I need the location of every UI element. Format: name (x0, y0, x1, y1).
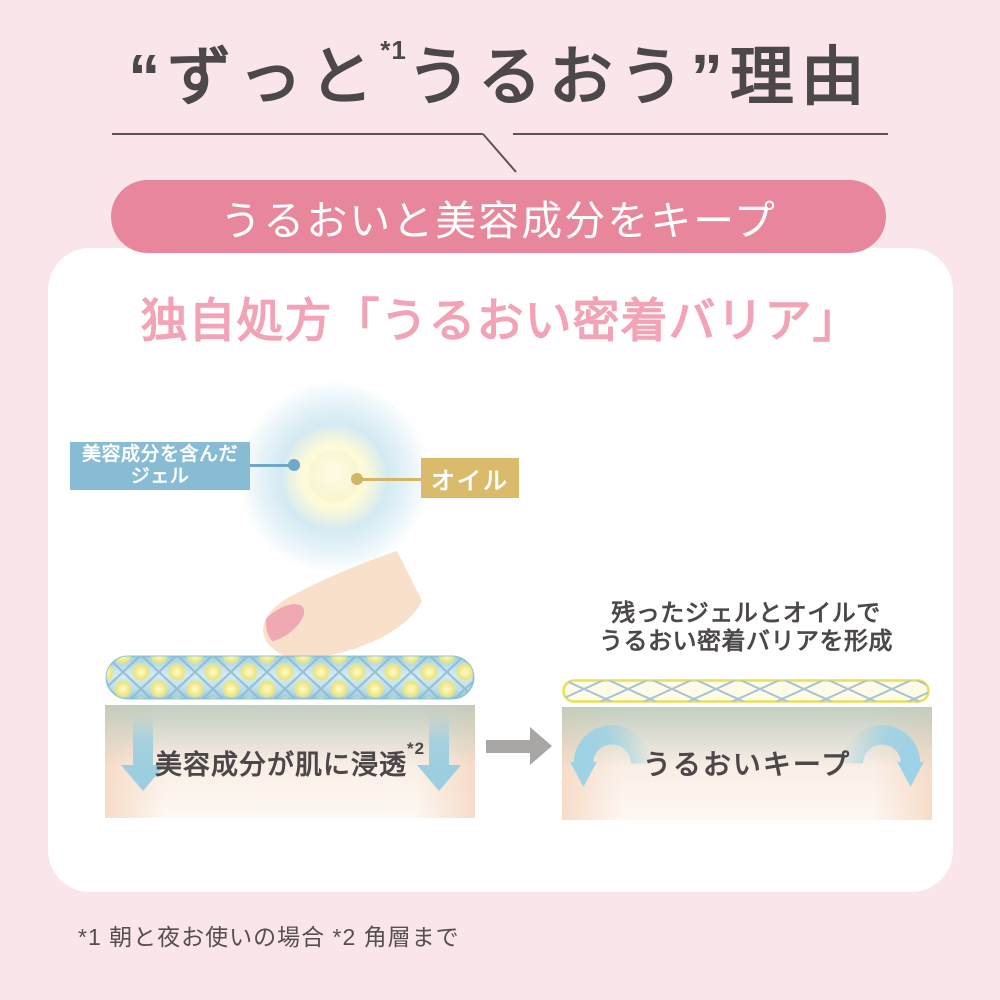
finger-illustration (257, 551, 422, 660)
skin-layer-after: うるおいキープ (562, 707, 932, 820)
card-heading: 独自処方「うるおい密着バリア」 (140, 294, 861, 347)
footnote-text: *1 朝と夜お使いの場合 *2 角層まで (78, 924, 460, 950)
page-title: “ずっと*1うるおう”理由 (0, 36, 1000, 113)
curved-arrow-icon (570, 725, 651, 787)
title-close-quote: ” (690, 41, 730, 113)
footnote-ref-1: *1 (380, 35, 407, 65)
oil-callout-connector (357, 478, 421, 481)
title-word1: ずっと (167, 41, 381, 113)
after-panel-title: 残ったジェルとオイルで うるおい密着バリアを形成 (562, 600, 930, 656)
after-title-line2: うるおい密着バリアを形成 (599, 628, 893, 655)
gel-callout-line1: 美容成分を含んだ (81, 444, 238, 465)
skin-layer-before: 美容成分が肌に浸透*2 (105, 705, 475, 818)
gel-callout-connector (250, 464, 290, 467)
gel-callout-dot (288, 459, 300, 471)
after-title-line1: 残ったジェルとオイルで (611, 600, 881, 627)
oil-callout-label: オイル (431, 467, 509, 495)
gel-sheet-illustration (105, 655, 475, 700)
barrier-illustration (562, 679, 930, 703)
title-suffix: 理由 (729, 41, 872, 113)
after-caption: うるおいキープ (642, 749, 852, 780)
right-arrow-icon (486, 727, 552, 765)
gel-callout-box: 美容成分を含んだ ジェル (70, 442, 250, 490)
down-arrow-icon (121, 713, 165, 793)
footnote-ref-2: *2 (406, 739, 426, 758)
down-arrow-icon (417, 713, 461, 793)
benefit-badge-label: うるおいと美容成分をキープ (220, 197, 777, 244)
benefit-badge: うるおいと美容成分をキープ (111, 180, 886, 253)
gel-callout-line2: ジェル (130, 466, 190, 487)
title-word2: うるおう (406, 41, 691, 113)
curved-arrow-icon (843, 725, 924, 787)
oil-callout-box: オイル (421, 458, 519, 498)
explainer-card: 独自処方「うるおい密着バリア」 美容成分を含んだ ジェル オイル (48, 248, 953, 892)
before-caption-text: 美容成分が肌に浸透 (154, 750, 407, 780)
before-caption: 美容成分が肌に浸透*2 (105, 739, 475, 782)
title-open-quote: “ (128, 41, 168, 113)
